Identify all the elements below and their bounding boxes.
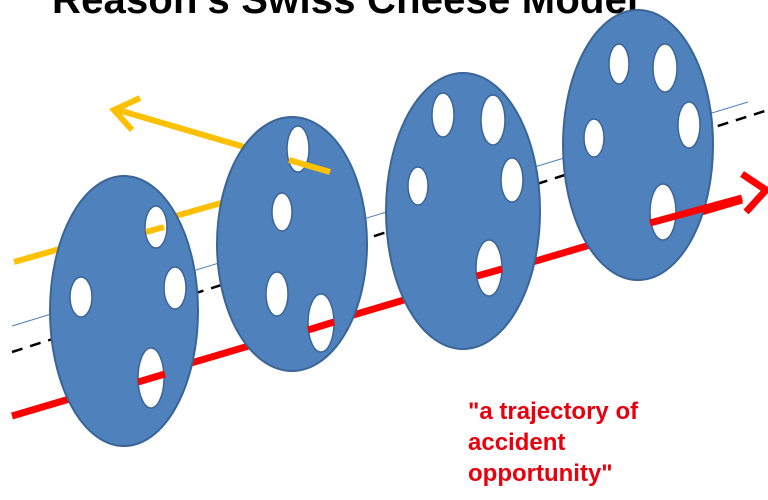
- slice-hole: [265, 271, 289, 317]
- blocked-trajectory-deflection: [288, 157, 331, 175]
- slice-hole: [677, 101, 701, 149]
- accident-trajectory-segment: [137, 370, 166, 386]
- slice-hole: [69, 276, 93, 318]
- caption-line-3: opportunity": [468, 460, 613, 487]
- slice-hole: [583, 118, 605, 158]
- blocked-trajectory-arrowhead: [109, 95, 142, 133]
- slice-hole: [475, 239, 503, 297]
- slice-body: [385, 72, 541, 350]
- blocked-trajectory-segment: [145, 224, 165, 235]
- slice-hole: [652, 43, 678, 93]
- accident-trajectory-segment: [476, 265, 503, 280]
- cheese-slice-2: [216, 116, 368, 372]
- slice-hole: [649, 183, 677, 241]
- cheese-slice-4: [562, 9, 714, 281]
- slice-hole: [500, 157, 524, 203]
- trajectory-caption: "a trajectory of accident opportunity": [468, 396, 698, 489]
- slice-hole: [271, 192, 293, 232]
- slice-body: [49, 175, 199, 447]
- accident-trajectory-segment: [306, 318, 336, 334]
- accident-trajectory-segment: [649, 194, 743, 227]
- slice-hole: [103, 408, 121, 438]
- cheese-slice-3: [385, 72, 541, 350]
- slice-hole: [431, 92, 455, 138]
- accident-trajectory-arrowhead: [740, 171, 768, 215]
- slice-hole: [163, 266, 187, 310]
- cheese-slice-1: [49, 175, 199, 447]
- caption-line-2: accident: [468, 429, 566, 456]
- slice-hole: [608, 43, 630, 85]
- slice-hole: [230, 236, 246, 264]
- slice-hole: [480, 94, 506, 146]
- slide-title: Reason’s Swiss Cheese Model: [52, 0, 639, 22]
- slice-hole: [407, 166, 429, 206]
- caption-line-1: "a trajectory of: [468, 398, 639, 425]
